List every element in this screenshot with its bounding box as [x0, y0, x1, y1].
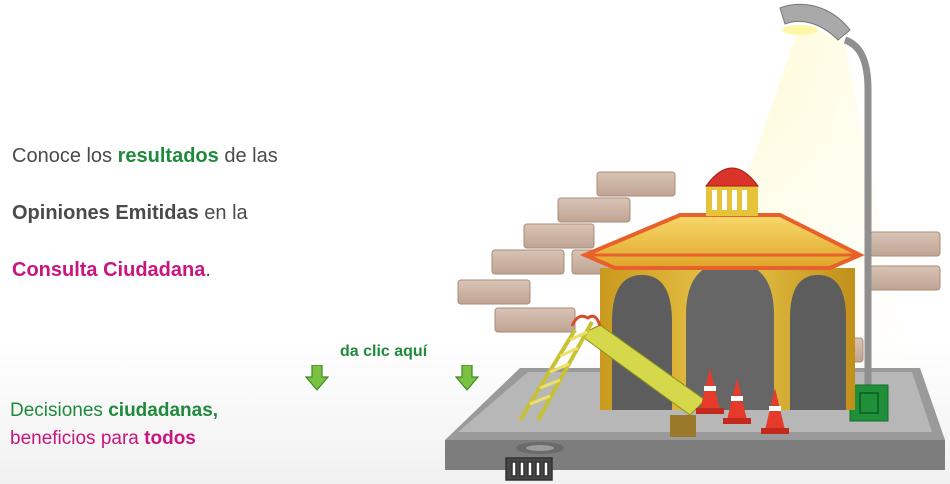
headline-line-1-pre: Conoce los	[12, 145, 118, 167]
slide	[518, 314, 706, 437]
tagline-line-1-pre: Decisiones	[10, 400, 109, 421]
tagline-line-1: Decisiones ciudadanas,	[10, 400, 218, 422]
headline-line-2: Opiniones Emitidas en la	[12, 202, 248, 225]
kiosk-illustration	[445, 3, 945, 481]
headline-line-1-post: de las	[218, 145, 278, 167]
headline-resultados: resultados	[117, 145, 219, 167]
headline-line-1: Conoce los resultados de las	[12, 145, 278, 168]
headline-opiniones: Opiniones Emitidas	[12, 202, 199, 224]
headline-line-3: Consulta Ciudadana.	[12, 259, 211, 282]
street-lamp	[779, 3, 889, 422]
cta-link[interactable]: da clic aquí	[340, 343, 428, 360]
tagline-todos: todos	[144, 428, 196, 449]
headline-line-2-post: en la	[198, 202, 248, 224]
tagline-ciudadanas: ciudadanas,	[108, 400, 219, 421]
headline-line-3-post: .	[205, 259, 211, 281]
headline-consulta: Consulta Ciudadana	[12, 259, 206, 281]
tagline-line-2: beneficios para todos	[10, 428, 196, 450]
traffic-cones	[696, 368, 789, 434]
tagline-line-2-pre: beneficios para	[10, 428, 145, 449]
drain-grate	[505, 457, 553, 481]
down-arrow-icon[interactable]	[455, 365, 479, 391]
down-arrow-icon[interactable]	[305, 365, 329, 391]
